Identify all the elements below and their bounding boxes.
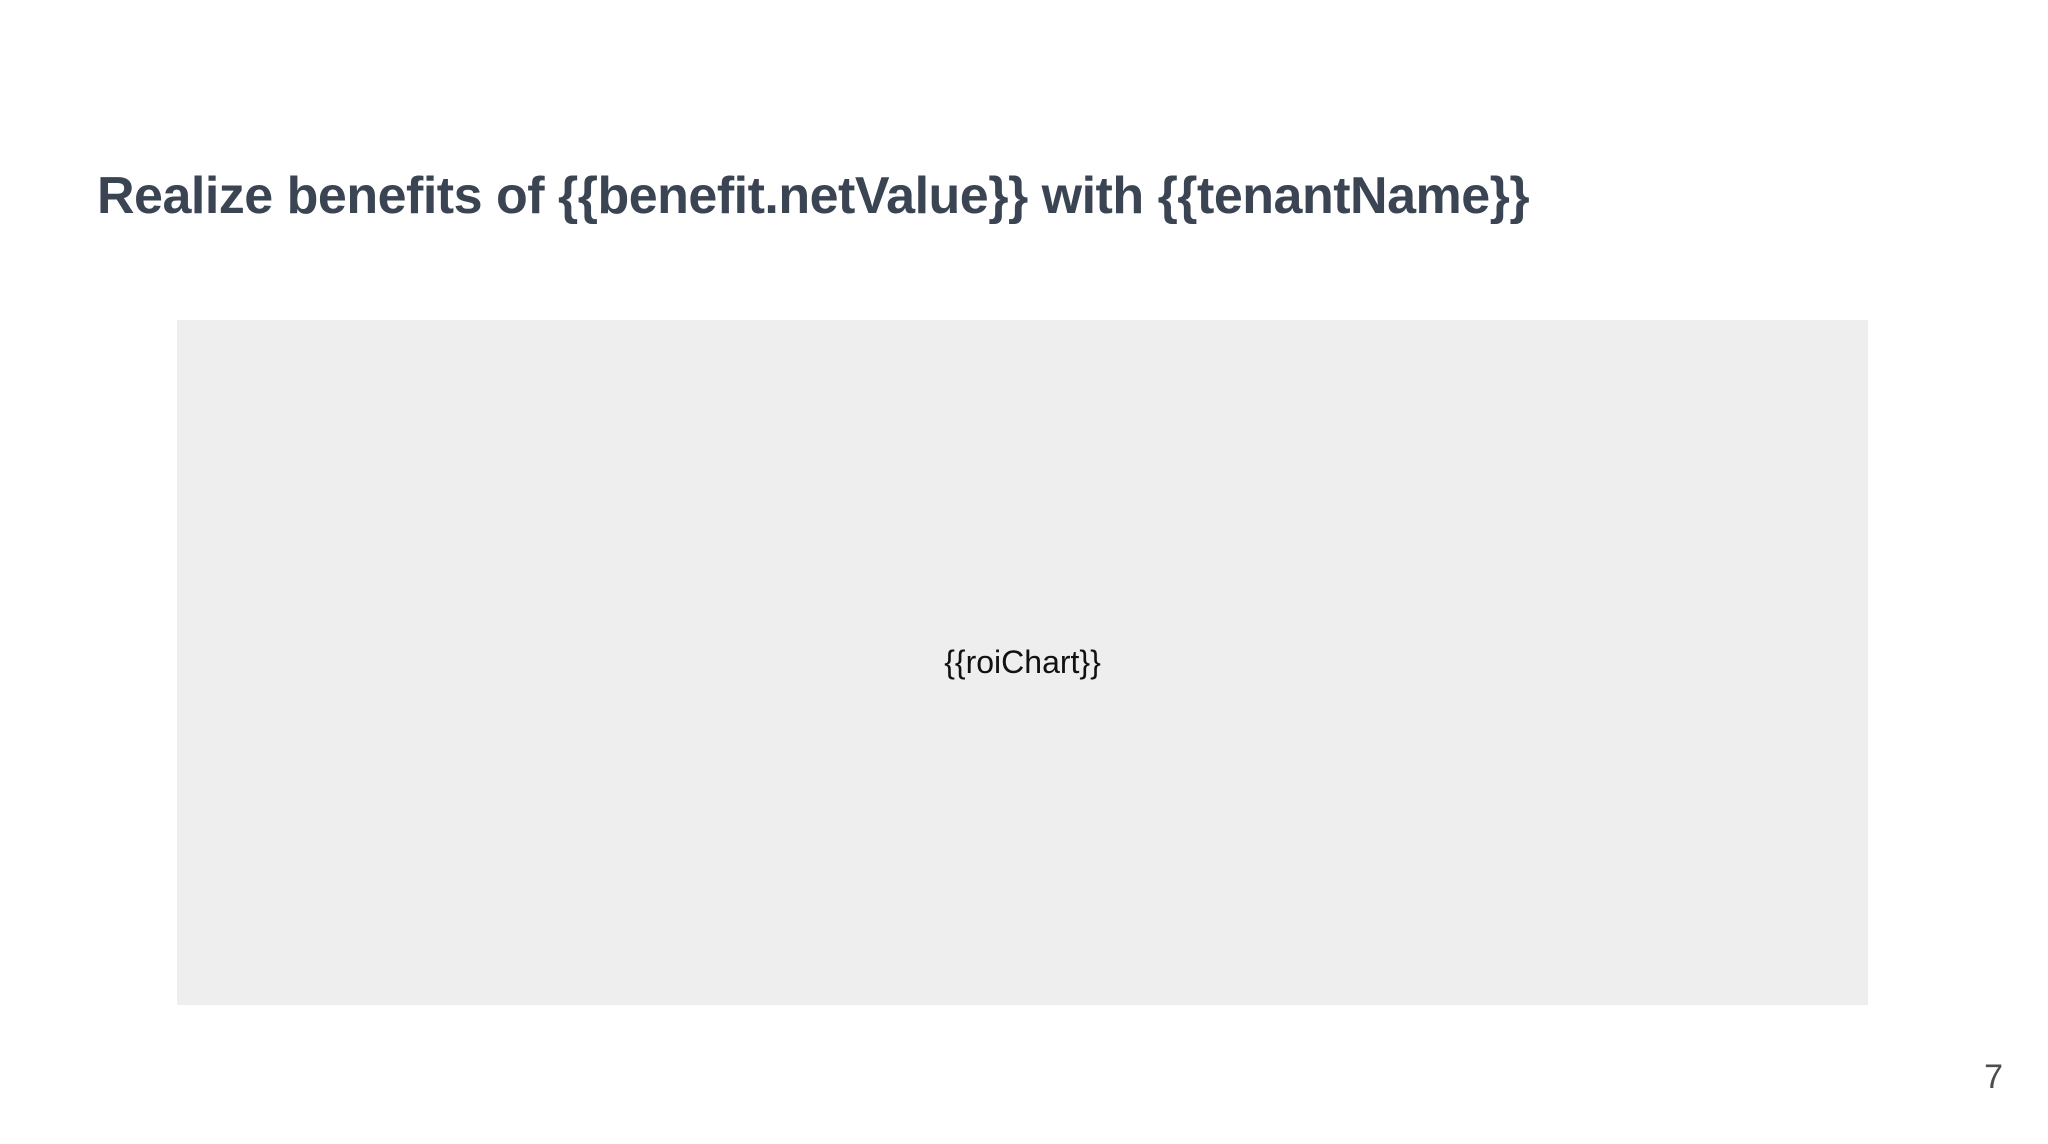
chart-placeholder-label: {{roiChart}} [944,644,1101,680]
slide-title: Realize benefits of {{benefit.netValue}}… [97,167,1530,225]
page-number: 7 [1984,1058,2003,1096]
chart-placeholder-box: {{roiChart}} [177,320,1868,1005]
